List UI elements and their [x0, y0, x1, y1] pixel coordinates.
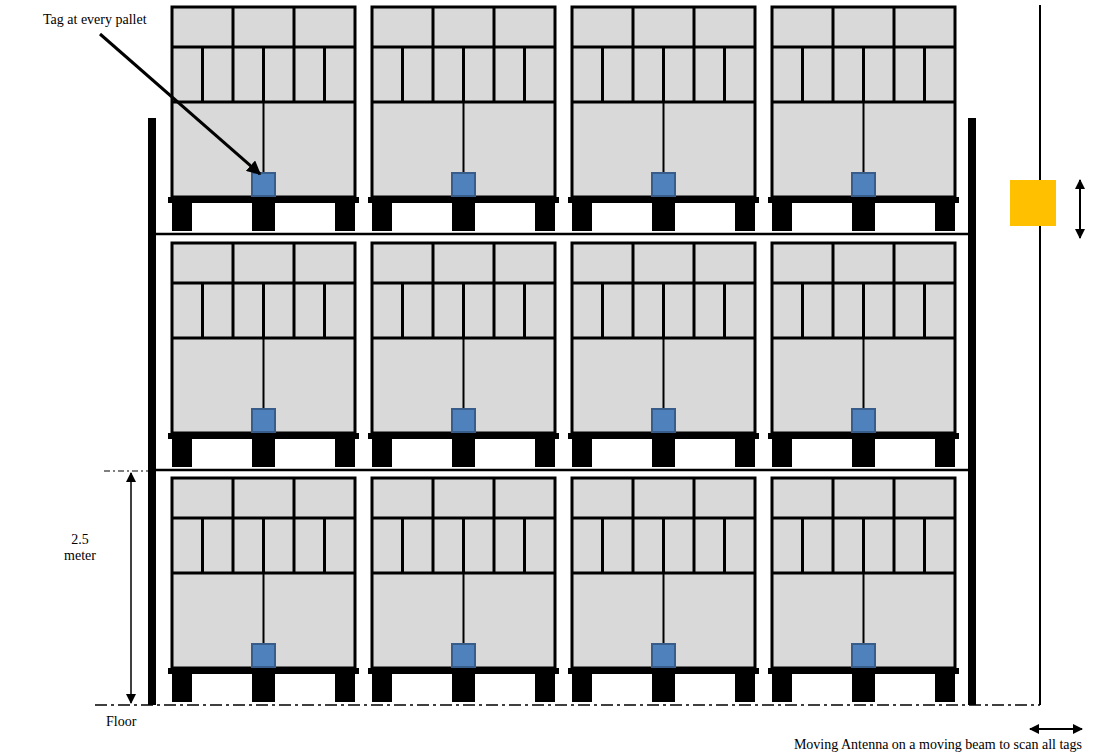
pallet-grid	[168, 7, 959, 702]
rack-shelf	[156, 233, 968, 236]
dimension-extension	[104, 470, 150, 471]
dimension-arrow	[130, 473, 132, 703]
pallet	[368, 243, 559, 467]
antenna	[1010, 180, 1056, 226]
rack-upright	[968, 118, 976, 705]
pallet	[368, 7, 559, 231]
callout-label: Tag at every pallet	[43, 12, 147, 28]
leader-arrow	[100, 34, 260, 174]
floor-label: Floor	[106, 714, 136, 730]
pallet	[568, 7, 759, 231]
rack-upright	[148, 118, 156, 705]
pallet	[568, 478, 759, 702]
motion-arrow	[1030, 728, 1082, 730]
motion-arrow	[1079, 180, 1081, 238]
pallet	[768, 243, 959, 467]
floor-line	[95, 704, 1040, 706]
pallet	[168, 243, 359, 467]
antenna-beam	[1039, 5, 1041, 705]
antenna-caption: Moving Antenna on a moving beam to scan …	[794, 737, 1082, 753]
pallet	[168, 478, 359, 702]
pallet	[368, 478, 559, 702]
pallet	[768, 478, 959, 702]
rack-shelf	[156, 469, 968, 472]
pallet	[768, 7, 959, 231]
pallet	[568, 243, 759, 467]
dimension-label: 2.5 meter	[56, 532, 104, 564]
